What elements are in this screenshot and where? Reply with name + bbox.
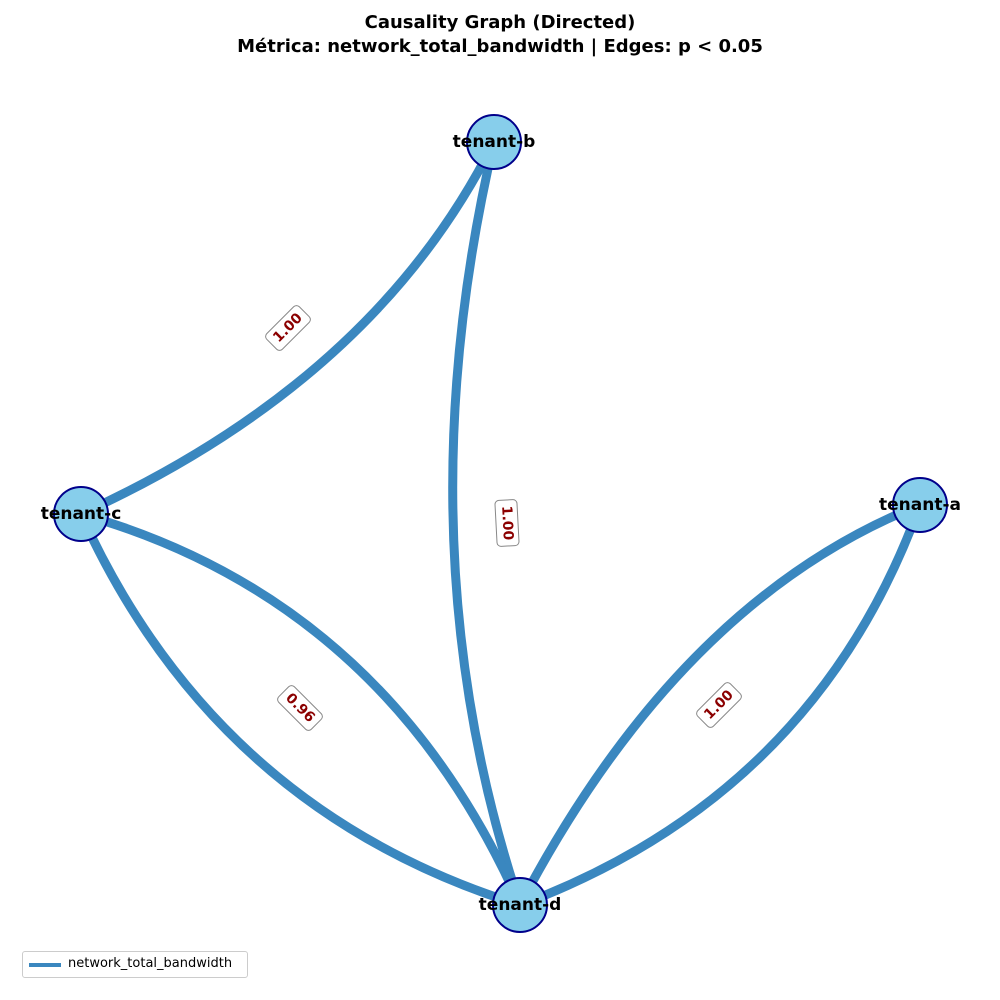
legend: network_total_bandwidth	[22, 951, 248, 978]
edge-label-box	[696, 682, 742, 728]
node-tenant-c: tenant-c	[41, 486, 122, 542]
node-tenant-a: tenant-a	[879, 477, 961, 533]
edge-weight-label: 1.00	[494, 499, 520, 547]
node-tenant-b: tenant-b	[453, 114, 536, 170]
edge-weight-label: 1.00	[696, 682, 742, 728]
graph-title: Causality Graph (Directed)	[364, 12, 636, 33]
node-label: tenant-a	[879, 495, 961, 515]
edge-tenant-d-to-tenant-c	[76, 509, 525, 910]
legend-label: network_total_bandwidth	[68, 956, 233, 971]
node-label: tenant-d	[479, 895, 562, 915]
edge-label-text: 1.00	[498, 505, 516, 541]
edge-tenant-c-to-tenant-b	[76, 137, 499, 519]
edge-tenant-d-to-tenant-a	[515, 500, 925, 910]
node-tenant-d: tenant-d	[479, 877, 562, 933]
node-circle	[53, 486, 109, 542]
node-circle	[466, 114, 522, 170]
graph-subtitle: Métrica: network_total_bandwidth | Edges…	[237, 36, 763, 57]
edge-weight-label: 0.96	[277, 685, 323, 731]
node-circle	[492, 877, 548, 933]
node-label: tenant-c	[41, 504, 122, 524]
legend-line-swatch	[29, 963, 61, 967]
edge-tenant-a-to-tenant-d	[515, 500, 925, 910]
edge-weight-label: 1.00	[265, 305, 311, 351]
edge-tenant-c-to-tenant-d	[76, 509, 525, 910]
edge-label-box	[265, 305, 311, 351]
node-label: tenant-b	[453, 132, 536, 152]
edge-label-box	[277, 685, 323, 731]
edge-tenant-d-to-tenant-b	[448, 137, 525, 910]
node-circle	[892, 477, 948, 533]
edge-label-box	[494, 499, 520, 547]
